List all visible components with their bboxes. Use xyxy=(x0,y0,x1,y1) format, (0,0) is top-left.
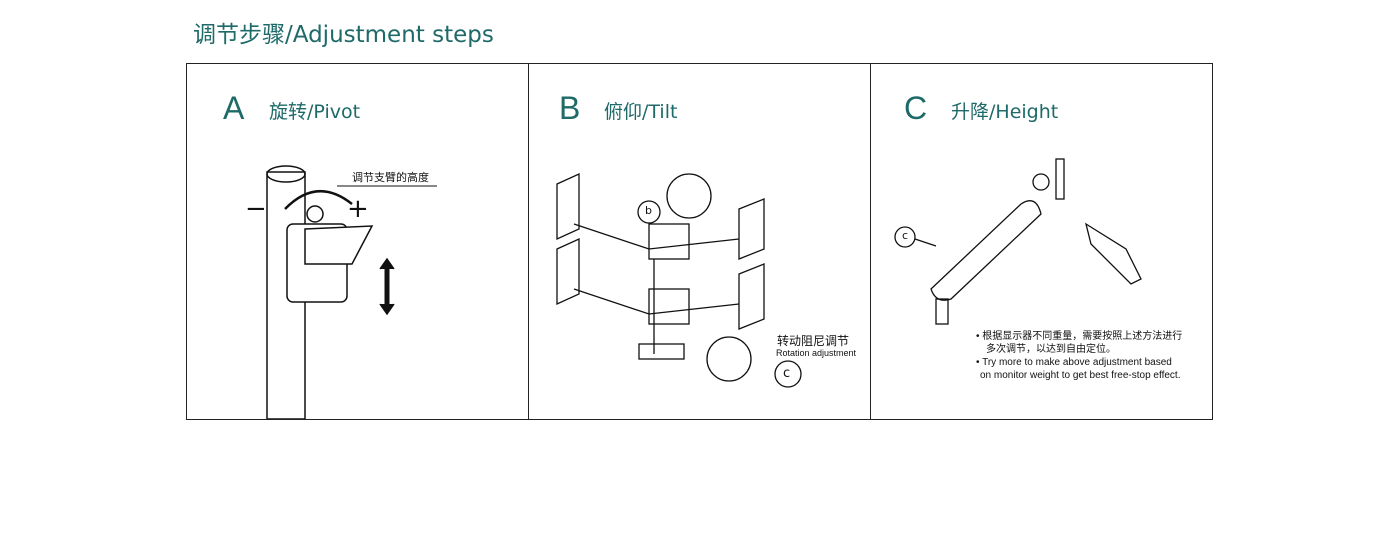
step-title: 旋转/Pivot xyxy=(269,101,361,123)
step-title: 升降/Height xyxy=(951,101,1059,123)
panel-pivot: A 旋转/Pivot 调节支臂的高度 − + xyxy=(187,64,529,419)
step-title: 俯仰/Tilt xyxy=(604,101,678,123)
callout-b: b xyxy=(645,204,652,217)
callout-c: c xyxy=(783,366,791,381)
note-line: on monitor weight to get best free-stop … xyxy=(980,370,1181,381)
plus-sign: + xyxy=(347,194,369,224)
callout-c: c xyxy=(902,229,909,242)
step-letter: C xyxy=(904,90,928,126)
panel-tilt: B 俯仰/Tilt b c 转动阻尼调节 Rotation adjustment xyxy=(529,64,871,419)
step-letter: A xyxy=(223,90,245,126)
pivot-illustration xyxy=(266,165,437,419)
height-illustration xyxy=(894,158,1142,325)
steps-frame: A 旋转/Pivot 调节支臂的高度 − + B 俯仰/Tilt b c 转动阻… xyxy=(186,63,1213,420)
rotation-label-en: Rotation adjustment xyxy=(776,348,857,358)
page-title: 调节步骤/Adjustment steps xyxy=(193,22,494,48)
step-letter: B xyxy=(559,90,581,126)
height-label: 调节支臂的高度 xyxy=(352,171,429,184)
minus-sign: − xyxy=(245,194,267,224)
note-line: 多次调节，以达到自由定位。 xyxy=(986,344,1116,355)
panel-height: C 升降/Height c • 根据显示器不同重量，需要按照上述方法进行 多次调… xyxy=(871,64,1212,419)
rotation-label-cn: 转动阻尼调节 xyxy=(777,334,850,348)
note-line: • 根据显示器不同重量，需要按照上述方法进行 xyxy=(976,331,1183,342)
adjustment-notes: • 根据显示器不同重量，需要按照上述方法进行 多次调节，以达到自由定位。 • T… xyxy=(976,330,1182,382)
tilt-illustration xyxy=(556,172,802,388)
note-line: • Try more to make above adjustment base… xyxy=(976,357,1172,368)
